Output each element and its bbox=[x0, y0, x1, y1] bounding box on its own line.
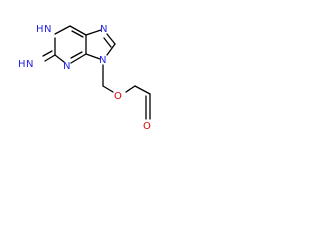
bond-c5-n7 bbox=[85, 29, 102, 36]
atom-n3: N bbox=[63, 61, 70, 72]
atom-n7: N bbox=[100, 24, 107, 35]
atom-ether-o: O bbox=[114, 91, 122, 102]
atom-n1-h: H bbox=[36, 24, 44, 35]
atom-n9: N bbox=[99, 55, 106, 66]
bond-o-ch2 bbox=[125, 85, 136, 93]
bond-n7-c8-double bbox=[103, 37, 112, 48]
bond-c4-n3 bbox=[70, 53, 87, 64]
bond-c8-n9 bbox=[106, 43, 116, 56]
bond-ch2-o bbox=[102, 85, 114, 93]
chemical-structure-diagram: H N N N N H N O O bbox=[18, 24, 151, 132]
bond-n3-c2 bbox=[54, 54, 65, 63]
atom-n1: N bbox=[44, 24, 51, 35]
atom-label-layer: H N N N N H N O O bbox=[18, 24, 151, 132]
bond-n1-c6 bbox=[54, 25, 71, 35]
atom-carbonyl-o: O bbox=[143, 121, 151, 132]
bond-c2-amine-double bbox=[42, 50, 53, 57]
atom-amine-n: N bbox=[26, 59, 33, 70]
bond-c6-c5 bbox=[69, 25, 87, 36]
bond-layer bbox=[42, 25, 151, 120]
bond-c4-n3-double bbox=[70, 51, 83, 59]
bond-ch2-cho bbox=[134, 85, 151, 95]
bond-c2-amine bbox=[44, 54, 56, 62]
bond-n9-c4 bbox=[85, 53, 101, 60]
bond-n7-c8 bbox=[106, 33, 116, 45]
atom-amine-h: H bbox=[18, 59, 26, 70]
bond-c6-c5-double bbox=[71, 30, 84, 38]
